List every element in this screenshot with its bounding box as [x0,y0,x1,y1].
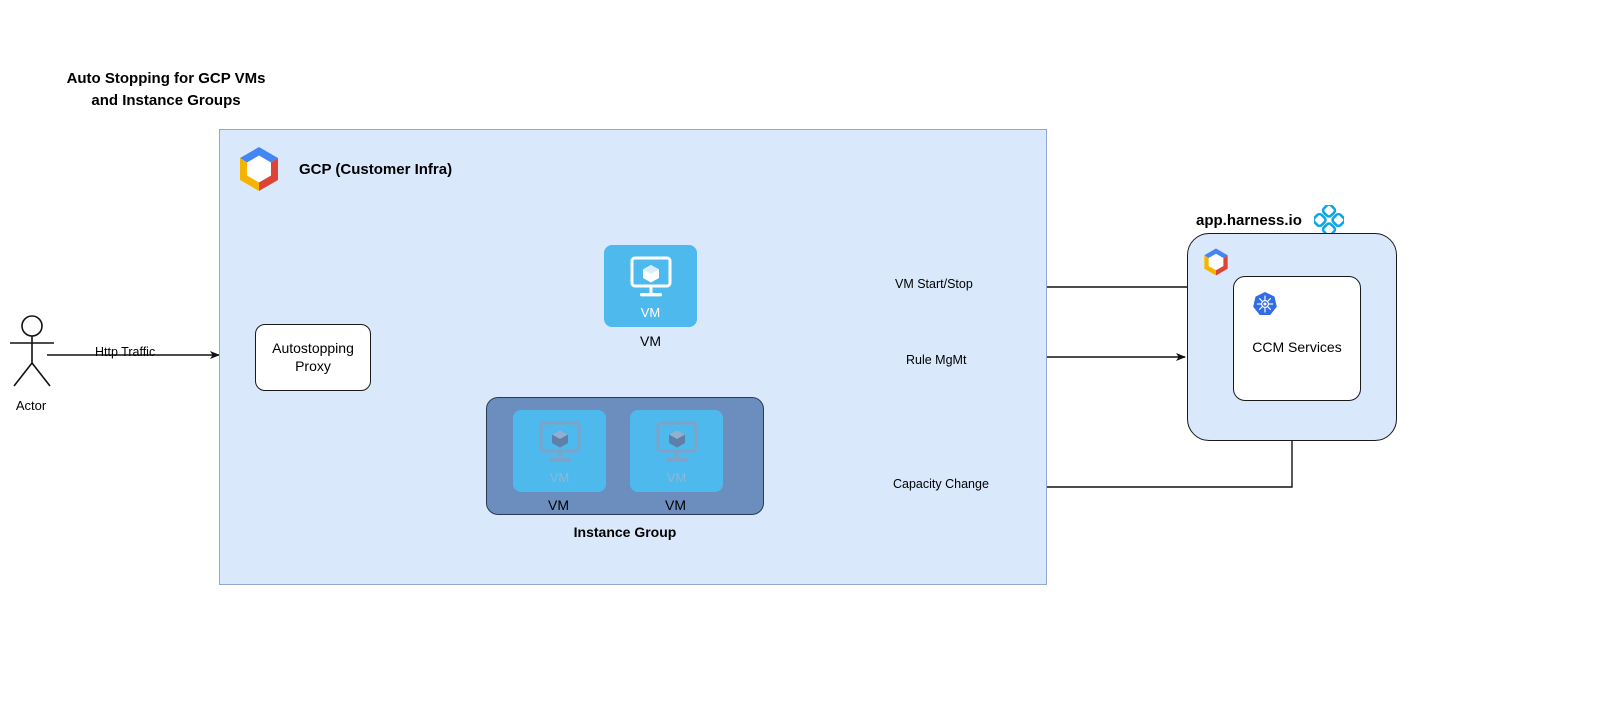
vm-monitor-cube-icon [539,421,580,462]
gcp-panel-header: GCP (Customer Infra) [233,143,452,195]
page-title: Auto Stopping for GCP VMs and Instance G… [66,70,266,109]
instance-group-vm-2-label: VM [665,497,686,513]
instance-group-vm-2-inner-label: VM [666,470,687,485]
vm-node[interactable]: VM [604,245,697,327]
gcp-hexagon-logo-icon [1204,248,1228,276]
actor-label: Actor [15,398,47,413]
vm-monitor-cube-icon [630,256,671,297]
harness-header-label: app.harness.io [1196,211,1302,229]
vm-outer-label: VM [640,333,661,349]
instance-group-node[interactable]: VM VM [486,397,764,515]
instance-group-title: Instance Group [573,524,677,540]
harness-header: app.harness.io [1196,205,1344,235]
edge-label-vm-start-stop: VM Start/Stop [895,277,973,291]
vm-inner-label: VM [640,305,661,320]
autostopping-proxy-node[interactable]: Autostopping Proxy [255,324,371,391]
vm-monitor-cube-icon [656,421,697,462]
instance-group-vm-1[interactable]: VM [513,410,606,492]
ccm-services-node[interactable]: CCM Services [1233,276,1361,401]
instance-group-vm-1-inner-label: VM [549,470,570,485]
ccm-services-label: CCM Services [1252,339,1342,355]
harness-diamond-logo-icon [1313,205,1344,235]
kubernetes-helm-icon [1253,292,1277,315]
gcp-hexagon-logo-icon [240,147,278,191]
edge-label-rule-mgmt: Rule MgMt [906,353,967,367]
actor-icon [10,315,54,387]
edge-label-capacity-change: Capacity Change [893,477,989,491]
gcp-panel-label: GCP (Customer Infra) [299,160,453,178]
edge-label-http-traffic: Http Traffic [95,345,156,359]
instance-group-vm-2[interactable]: VM [630,410,723,492]
instance-group-vm-1-label: VM [548,497,569,513]
harness-panel: CCM Services [1187,233,1397,441]
